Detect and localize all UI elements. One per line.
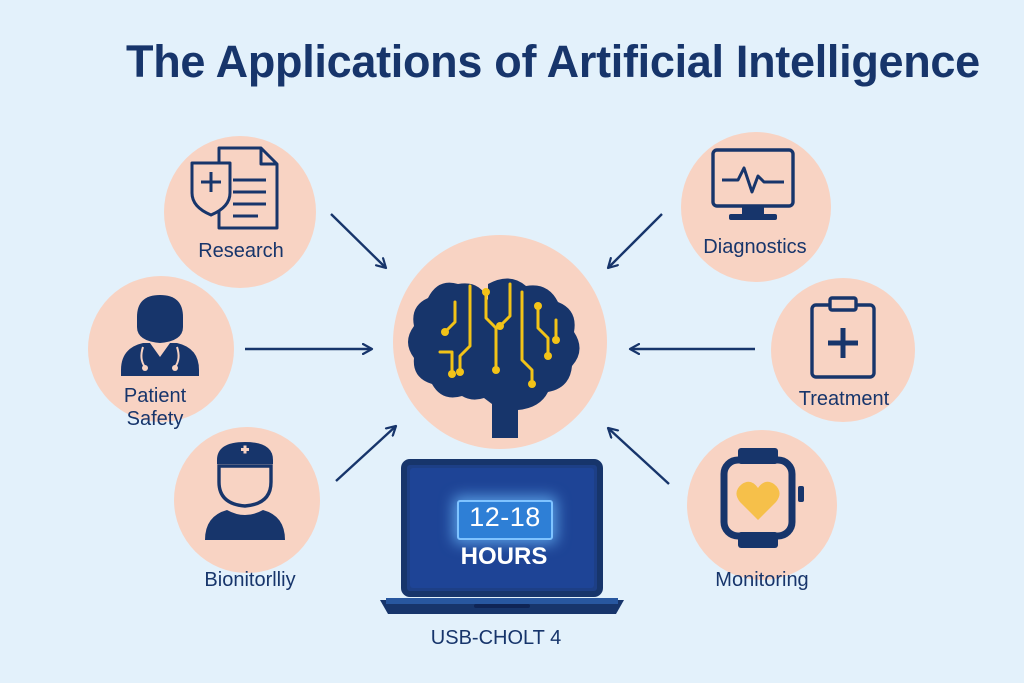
patient-safety-label-line1: Patient — [123, 385, 187, 407]
heart-monitor-icon — [711, 148, 795, 220]
monitoring-label: Monitoring — [715, 569, 809, 591]
medical-documents-icon — [190, 146, 279, 230]
arrow-research — [330, 213, 386, 268]
treatment-label: Treatment — [798, 388, 890, 410]
arrow-diagnostics — [608, 213, 663, 268]
patient-safety-label-line2: Safety — [126, 408, 184, 430]
arrow-monitoring — [608, 428, 670, 485]
laptop-screen-badge — [457, 500, 553, 540]
diagnostics-label: Diagnostics — [703, 236, 807, 258]
arrow-bionitoring — [335, 426, 396, 482]
research-label: Research — [198, 240, 284, 262]
clipboard-plus-icon — [810, 296, 876, 379]
laptop-screen-value: 12-18 — [469, 502, 541, 532]
brain-circuit-icon — [408, 278, 580, 438]
page-title: The Applications of Artificial Intellige… — [126, 36, 980, 87]
smartwatch-heart-icon — [720, 448, 804, 548]
doctor-icon — [121, 295, 199, 376]
nurse-icon — [205, 442, 285, 540]
laptop-caption: USB-CHOLT 4 — [430, 627, 562, 649]
bionitoring-label: Bionitorlliy — [204, 569, 296, 591]
laptop-screen-unit: HOURS — [460, 543, 548, 570]
